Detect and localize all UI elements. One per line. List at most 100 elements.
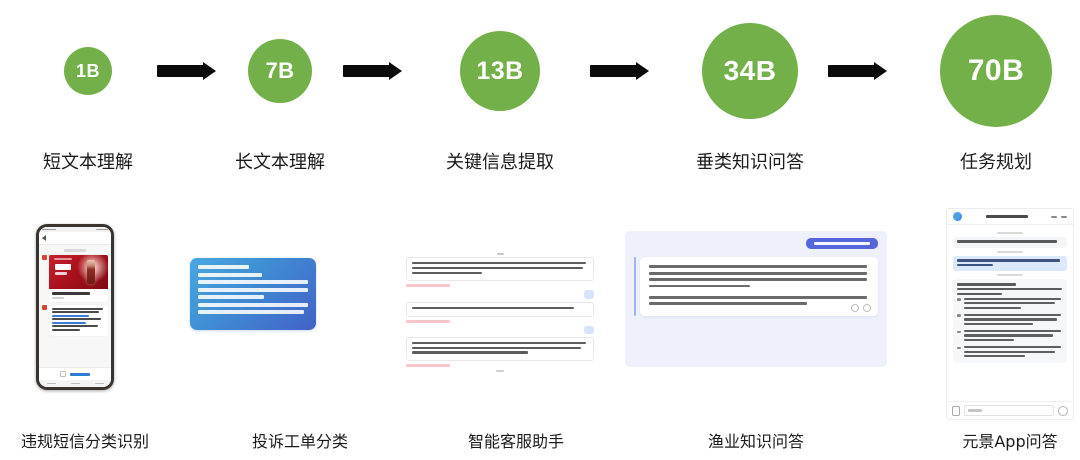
answer-list-item	[957, 313, 1063, 327]
model-size-label: 1B	[75, 61, 100, 81]
model-circle-13b: 13B	[460, 31, 540, 111]
transcript-user-row	[406, 325, 594, 334]
product-bottle-shape	[87, 260, 95, 284]
window-controls[interactable]	[1051, 215, 1067, 218]
list-number	[957, 314, 961, 317]
app-screenshot-sms-phone[interactable]	[36, 224, 114, 390]
doc-page-marker	[406, 253, 594, 257]
message-input-bar[interactable]	[947, 401, 1073, 419]
model-size-label: 13B	[476, 56, 524, 85]
transcript-agent-message	[406, 336, 594, 362]
attachment-icon[interactable]	[952, 405, 960, 416]
transcript-agent-message	[406, 301, 594, 317]
capability-label-short-text: 短文本理解	[0, 148, 176, 174]
message-input-field[interactable]	[964, 405, 1054, 416]
sms-date-chip	[64, 249, 86, 252]
send-icon[interactable]	[1058, 405, 1068, 416]
capability-label-task-planning: 任务规划	[908, 148, 1080, 174]
capability-text: 长文本理解	[235, 152, 325, 173]
answer-action-icons[interactable]	[851, 303, 871, 312]
back-arrow-icon[interactable]	[42, 235, 46, 241]
phone-status-bar	[39, 227, 111, 232]
promo-card-caption	[49, 289, 108, 302]
capability-label-key-info: 关键信息提取	[412, 148, 588, 174]
user-message-row	[953, 256, 1067, 271]
minimize-icon[interactable]	[1061, 215, 1067, 218]
answer-accent-bar	[634, 257, 636, 316]
sender-avatar-icon	[42, 255, 47, 260]
caption-text: 智能客服助手	[467, 432, 564, 451]
capability-text: 短文本理解	[43, 152, 133, 173]
message-timestamp	[997, 250, 1023, 254]
transcript-user-row	[406, 290, 594, 299]
sms-action-bar[interactable]	[39, 367, 111, 380]
app-screenshot-yuanjing-app-qa[interactable]	[946, 208, 1074, 420]
list-number	[957, 330, 961, 333]
caption-text: 违规短信分类识别	[20, 432, 149, 451]
list-number	[957, 298, 961, 301]
thumbs-up-icon[interactable]	[851, 303, 859, 312]
model-circle-70b: 70B	[940, 15, 1052, 127]
promo-banner-image	[49, 255, 108, 289]
app-logo-icon	[953, 212, 962, 221]
caption-text: 投诉工单分类	[251, 432, 348, 451]
answer-list-item	[957, 330, 1063, 343]
app-caption-complaint-ticket: 投诉工单分类	[215, 428, 385, 452]
sms-app-header	[39, 232, 111, 245]
doc-page-footer	[406, 370, 594, 374]
model-size-label: 7B	[265, 58, 295, 83]
sender-avatar-icon	[42, 304, 47, 310]
phone-nav-bar	[39, 380, 111, 387]
assistant-greeting-bubble	[953, 237, 1067, 248]
sms-message-card	[42, 255, 108, 302]
message-timestamp	[997, 273, 1023, 277]
user-question-bubble	[953, 256, 1067, 271]
promo-card[interactable]	[49, 255, 108, 302]
app-title	[967, 215, 1046, 218]
answer-list-item	[957, 297, 1063, 311]
action-link[interactable]	[70, 372, 90, 376]
answer-list-item	[957, 346, 1063, 359]
transcript-user-message	[584, 325, 594, 334]
app-caption-smart-customer-service: 智能客服助手	[431, 428, 601, 452]
menu-icon[interactable]	[60, 371, 66, 377]
app-screenshot-service-chat-transcript[interactable]	[406, 253, 594, 373]
transcript-user-message	[584, 290, 594, 299]
sms-text-bubble	[49, 304, 108, 336]
expand-icon[interactable]	[1051, 215, 1057, 218]
message-timestamp	[997, 232, 1023, 235]
app-caption-sms-classification: 违规短信分类识别	[0, 428, 170, 452]
phone-screen	[39, 227, 111, 387]
list-number	[957, 346, 961, 349]
model-circle-7b: 7B	[248, 39, 312, 103]
app-screenshot-ticket-text-card[interactable]	[190, 258, 316, 330]
transcript-agent-message	[406, 257, 594, 282]
transcript-timestamp-tag	[406, 364, 450, 368]
capability-label-long-text: 长文本理解	[192, 148, 368, 174]
model-circle-1b: 1B	[64, 47, 112, 95]
sms-message-text	[42, 304, 108, 336]
app-caption-fishery-qa: 渔业知识问答	[671, 428, 841, 452]
app-screenshot-fishery-qa-chat[interactable]	[625, 231, 887, 367]
qa-user-question-bubble	[806, 238, 878, 250]
qa-answer-row	[634, 257, 878, 316]
qa-user-row	[634, 238, 878, 250]
app-conversation	[947, 225, 1073, 401]
app-titlebar	[947, 209, 1073, 225]
capability-text: 关键信息提取	[446, 152, 554, 173]
capability-label-domain-qa: 垂类知识问答	[662, 148, 838, 174]
copy-icon[interactable]	[863, 303, 871, 312]
transcript-timestamp-tag	[406, 319, 450, 323]
caption-text: 元景App问答	[962, 432, 1058, 451]
transcript-timestamp-tag	[406, 284, 450, 288]
model-circle-34b: 34B	[702, 23, 798, 119]
sms-message-list	[39, 245, 111, 367]
capability-text: 垂类知识问答	[696, 152, 804, 173]
qa-answer-card	[640, 257, 878, 316]
caption-text: 渔业知识问答	[707, 432, 804, 451]
model-size-label: 34B	[723, 55, 777, 86]
app-caption-yuanjing-app-qa: 元景App问答	[925, 428, 1080, 452]
model-scale-pipeline: 1B 7B 13B 34B	[0, 0, 1080, 135]
capability-text: 任务规划	[960, 152, 1032, 173]
